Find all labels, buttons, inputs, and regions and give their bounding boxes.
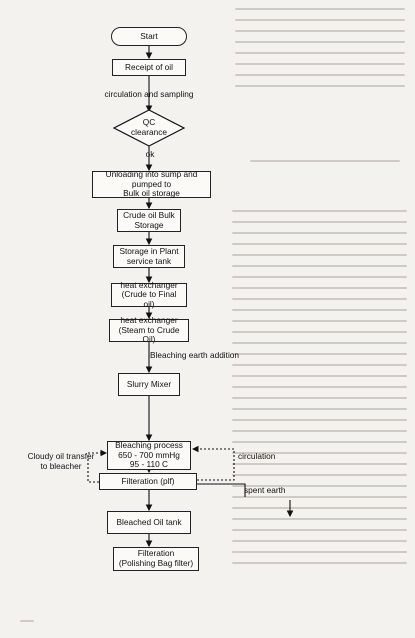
faded-text-line — [232, 375, 407, 377]
loop-circulation-right — [191, 445, 235, 481]
crude-oil-bulk-storage-box: Crude oil Bulk Storage — [117, 209, 181, 232]
faded-text-line — [232, 342, 407, 344]
faded-text-line — [232, 331, 407, 333]
faded-text-line — [232, 353, 407, 355]
faded-text-line — [235, 85, 405, 87]
circulation-label: circulation — [238, 451, 276, 461]
faded-text-line — [232, 265, 407, 267]
faded-text-line — [232, 452, 407, 454]
faded-text-line — [232, 562, 407, 564]
faded-text-line — [232, 386, 407, 388]
faded-text-line — [232, 243, 407, 245]
qc-clearance-diamond — [112, 109, 186, 147]
circulation-sampling-label: circulation and sampling — [104, 89, 194, 99]
faded-text-line — [232, 507, 407, 509]
bleaching-process-box: Bleaching process 650 - 700 mmHg 95 - 11… — [107, 440, 191, 470]
filtration-plf-box: Filteration (plf) — [99, 473, 197, 490]
loop-cloudy-oil-left — [87, 449, 108, 483]
bleached-oil-tank-box: Bleached Oil tank — [107, 511, 191, 534]
faded-text-line — [232, 529, 407, 531]
faded-text-line — [232, 309, 407, 311]
faded-text-line — [232, 419, 407, 421]
faded-text-line — [232, 276, 407, 278]
spent-earth-label: spent earth — [244, 485, 286, 495]
faded-text-line — [235, 8, 405, 10]
faded-text-line — [232, 364, 407, 366]
faded-text-line — [232, 254, 407, 256]
cloudy-oil-label: Cloudy oil transfer to bleacher — [27, 451, 95, 471]
faded-text-line — [232, 232, 407, 234]
faded-text-line — [232, 463, 407, 465]
faded-text-line — [232, 496, 407, 498]
slurry-mixer-box: Slurry Mixer — [118, 373, 180, 396]
faded-text-line — [250, 160, 400, 162]
faded-text-line — [232, 210, 407, 212]
faded-text-line — [232, 474, 407, 476]
faded-text-line — [232, 518, 407, 520]
faded-text-line — [232, 221, 407, 223]
plant-service-tank-box: Storage in Plant service tank — [113, 245, 185, 268]
faded-text-line — [235, 41, 405, 43]
faded-text-line — [232, 551, 407, 553]
heat-exchanger-crude-box: heat exchanger (Crude to Final oil) — [111, 280, 187, 309]
faded-text-line — [235, 63, 405, 65]
heat-exchanger-steam-box: heat exchanger (Steam to Crude Oil) — [109, 315, 189, 344]
faded-text-line — [232, 287, 407, 289]
faded-text-line — [232, 320, 407, 322]
unloading-box: Unloading into sump and pumped to Bulk o… — [92, 169, 211, 198]
faded-text-line — [232, 485, 407, 487]
faded-text-line — [232, 540, 407, 542]
faded-text-line — [232, 298, 407, 300]
bleaching-earth-label: Bleaching earth addition — [150, 350, 240, 360]
faded-text-line — [235, 74, 405, 76]
ok-label: ok — [145, 149, 155, 159]
faded-text-line — [232, 441, 407, 443]
receipt-of-oil-box: Receipt of oil — [112, 59, 186, 76]
faded-text-line — [232, 408, 407, 410]
polishing-filtration-box: Filteration (Polishing Bag filter) — [113, 547, 199, 571]
faded-text-line — [232, 397, 407, 399]
faded-text-line — [232, 430, 407, 432]
faded-text-line — [235, 52, 405, 54]
qc-clearance-label: QC clearance — [131, 117, 167, 137]
faded-text-line — [20, 620, 34, 622]
faded-text-line — [235, 19, 405, 21]
arrow-spent-earth — [197, 483, 246, 497]
start-terminal: Start — [111, 27, 187, 46]
faded-text-line — [235, 30, 405, 32]
